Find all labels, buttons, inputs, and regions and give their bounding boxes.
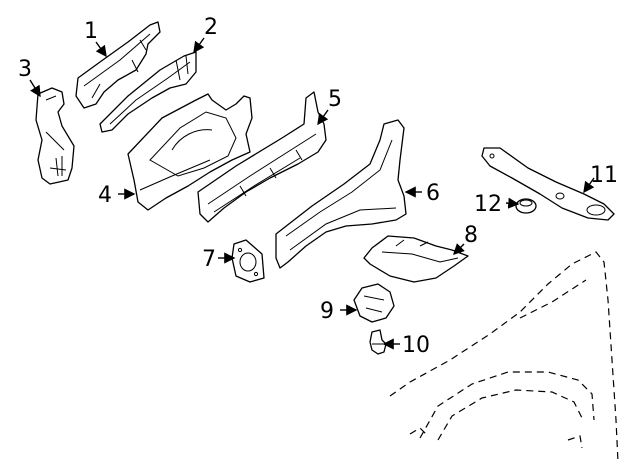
callout-7: 7 — [202, 247, 216, 272]
part-9-bracket[interactable] — [353, 283, 395, 323]
callout-arrows — [29, 37, 595, 350]
callout-10: 10 — [402, 333, 430, 358]
callout-3: 3 — [18, 57, 32, 82]
callout-8: 8 — [464, 223, 478, 248]
callout-11: 11 — [590, 163, 618, 188]
callout-9: 9 — [320, 299, 334, 324]
fender-outline — [389, 251, 619, 463]
part-5-inner-rail[interactable] — [197, 91, 327, 223]
callout-1: 1 — [84, 19, 98, 44]
part-11-tie-bar[interactable] — [481, 147, 615, 221]
part-2-apron-reinforcement[interactable] — [99, 51, 197, 133]
part-10-push-pin[interactable] — [369, 329, 387, 355]
part-8-splash-shield[interactable] — [363, 235, 469, 283]
part-12-grommet[interactable] — [515, 198, 537, 214]
callout-5: 5 — [328, 87, 342, 112]
callout-labels: 1 2 3 4 5 6 7 8 9 10 11 12 — [18, 15, 618, 358]
callout-4: 4 — [98, 183, 112, 208]
part-1-upper-rail-bracket[interactable] — [75, 21, 161, 109]
callout-6: 6 — [426, 181, 440, 206]
part-7-mounting-plate[interactable] — [231, 239, 265, 283]
part-4-wheelhouse-panel[interactable] — [127, 93, 253, 211]
part-3-side-bracket[interactable] — [35, 87, 75, 185]
callout-12: 12 — [474, 192, 502, 217]
callout-2: 2 — [204, 15, 218, 40]
part-6-side-member[interactable] — [275, 119, 407, 269]
